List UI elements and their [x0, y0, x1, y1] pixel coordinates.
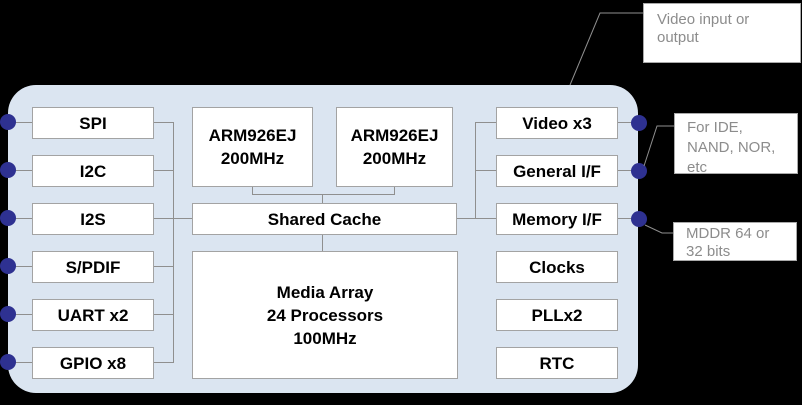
connector-i2s-cache	[154, 218, 192, 219]
portline-i2c	[8, 170, 32, 171]
block-arm2-line2: 200MHz	[362, 149, 427, 168]
leader-video-callout	[569, 12, 643, 86]
block-media-array-line2: 24 Processors	[266, 305, 384, 325]
block-spi-label: SPI	[79, 113, 107, 133]
block-media-array-line1: Media Array	[276, 282, 374, 302]
io-port-dot-i2s	[0, 210, 16, 226]
callout-ide-line3: etc	[687, 159, 708, 176]
portline-i2s	[8, 218, 32, 219]
block-i2s-label: I2S	[80, 209, 106, 229]
block-i2c: I2C	[32, 155, 154, 187]
block-media-array-line3: 100MHz	[293, 328, 357, 348]
block-arm2-line1: ARM926EJ	[350, 126, 439, 145]
block-i2c-label: I2C	[79, 161, 107, 181]
portline-spi	[8, 122, 32, 123]
portline-general	[618, 170, 632, 171]
connector-left-bus	[173, 122, 174, 363]
connector-gpio-bus	[154, 362, 173, 363]
block-memory-if: Memory I/F	[496, 203, 618, 235]
connector-arm2-stub	[394, 187, 395, 194]
block-spdif: S/PDIF	[32, 251, 154, 283]
callout-mddr: MDDR 64 or 32 bits	[673, 222, 797, 261]
block-clocks: Clocks	[496, 251, 618, 283]
io-port-dot-video	[631, 115, 647, 131]
block-i2s: I2S	[32, 203, 154, 235]
block-rtc-label: RTC	[539, 353, 575, 373]
io-port-dot-spdif	[0, 258, 16, 274]
block-general-if-label: General I/F	[513, 161, 601, 181]
connector-general-bus	[475, 170, 496, 171]
callout-ide: For IDE, NAND, NOR, etc	[674, 113, 798, 176]
portline-video	[618, 122, 632, 123]
io-port-dot-uart	[0, 306, 16, 322]
callout-video-line1: Video input or	[657, 11, 750, 28]
portline-uart	[8, 314, 32, 315]
block-shared-cache: Shared Cache	[192, 203, 457, 235]
connector-cache-media	[322, 235, 323, 251]
block-memory-if-label: Memory I/F	[512, 209, 602, 229]
leader-mddr-callout	[644, 224, 673, 234]
block-arm2: ARM926EJ 200MHz	[336, 107, 453, 187]
block-shared-cache-label: Shared Cache	[267, 209, 382, 229]
block-arm1: ARM926EJ 200MHz	[192, 107, 313, 187]
io-port-dot-spi	[0, 114, 16, 130]
callout-ide-line1: For IDE,	[687, 119, 743, 136]
connector-uart-bus	[154, 314, 173, 315]
io-port-dot-gpio	[0, 354, 16, 370]
callout-mddr-line2: 32 bits	[686, 243, 731, 260]
io-port-dot-i2c	[0, 162, 16, 178]
connector-arm-bracket	[252, 194, 395, 195]
callout-video: Video input or output	[643, 3, 801, 63]
block-pll: PLLx2	[496, 299, 618, 331]
connector-video-bus	[475, 122, 496, 123]
block-uart-label: UART x2	[57, 305, 129, 325]
block-spdif-label: S/PDIF	[65, 257, 121, 277]
io-port-dot-memory	[631, 211, 647, 227]
block-general-if: General I/F	[496, 155, 618, 187]
connector-arm1-stub	[252, 187, 253, 194]
portline-spdif	[8, 266, 32, 267]
io-port-dot-general	[631, 163, 647, 179]
callout-video-line2: output	[657, 29, 699, 46]
block-media-array: Media Array 24 Processors 100MHz	[192, 251, 458, 379]
block-uart: UART x2	[32, 299, 154, 331]
block-video: Video x3	[496, 107, 618, 139]
connector-i2c-bus	[154, 170, 173, 171]
callout-mddr-line1: MDDR 64 or	[686, 225, 770, 242]
block-rtc: RTC	[496, 347, 618, 379]
block-clocks-label: Clocks	[529, 257, 585, 277]
connector-spi-bus	[154, 122, 173, 123]
portline-memory	[618, 218, 632, 219]
block-arm1-line2: 200MHz	[220, 149, 285, 168]
callout-ide-line2: NAND, NOR,	[687, 139, 776, 156]
block-video-label: Video x3	[522, 113, 592, 133]
block-arm1-line1: ARM926EJ	[208, 126, 297, 145]
leader-ide-callout	[643, 125, 674, 167]
connector-cache-memory	[457, 218, 496, 219]
block-spi: SPI	[32, 107, 154, 139]
block-gpio-label: GPIO x8	[59, 353, 127, 373]
portline-gpio	[8, 362, 32, 363]
connector-bracket-cache	[322, 194, 323, 203]
connector-spdif-bus	[154, 266, 173, 267]
block-gpio: GPIO x8	[32, 347, 154, 379]
block-pll-label: PLLx2	[531, 305, 583, 325]
